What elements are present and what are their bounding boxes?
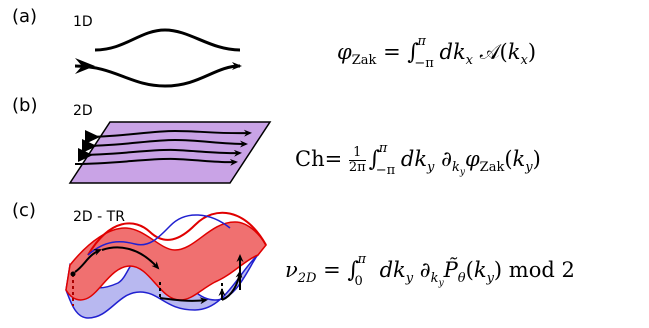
panel-c-letter: (c): [12, 200, 36, 221]
formula-c-upper: π: [357, 252, 366, 267]
panel-a-letter: (a): [12, 6, 38, 27]
formula-c-sub: 2D: [297, 271, 317, 286]
formula-zak-phase: φZak = ∫π−π dkx 𝒜(kx): [337, 34, 537, 71]
formula-b-upper: π: [378, 141, 388, 156]
panel-a-diagram: [74, 28, 242, 88]
lower-band-arrow: [74, 62, 242, 88]
panel-c-diagram: [65, 211, 267, 319]
formula-b-lhs: Ch=: [295, 147, 343, 171]
upper-band-line: [94, 28, 241, 52]
formula-c-nu: ν: [285, 258, 298, 282]
formula-a-upper: π: [417, 34, 426, 49]
flow-start-3: [78, 148, 93, 162]
start-arrow-head: [75, 58, 95, 74]
flow-line-2: [81, 138, 248, 148]
formula-b-den: 2π: [348, 160, 366, 175]
tr-arrow-1: [74, 249, 102, 273]
panel-c-label: 2D - TR: [73, 209, 125, 225]
panel-b-label: 2D: [73, 103, 93, 119]
tr-arrow-3: [159, 297, 208, 305]
formula-a-phi: φ: [337, 40, 352, 64]
flow-line-3: [77, 148, 242, 157]
formula-a-sub: Zak: [351, 53, 377, 68]
flow-start-2: [82, 139, 97, 153]
formula-c-mod: mod 2: [508, 258, 575, 282]
flow-line-1: [84, 129, 252, 138]
tr-arrow-2: [101, 246, 160, 270]
panel-a-label: 1D: [73, 14, 93, 30]
red-top-edge: [87, 211, 267, 256]
formula-c-lower: 0: [354, 274, 363, 289]
formula-b-lower: −π: [375, 163, 396, 178]
panel-b-diagram: [68, 121, 272, 184]
formula-a-lower: −π: [414, 56, 434, 71]
flow-start-1: [85, 130, 100, 144]
panel-b-letter: (b): [12, 95, 38, 116]
blue-top-edge: [87, 214, 231, 256]
flow-line-4: [74, 157, 238, 166]
formula-b-num: 1: [348, 146, 366, 161]
brillouin-plane: [68, 121, 272, 184]
